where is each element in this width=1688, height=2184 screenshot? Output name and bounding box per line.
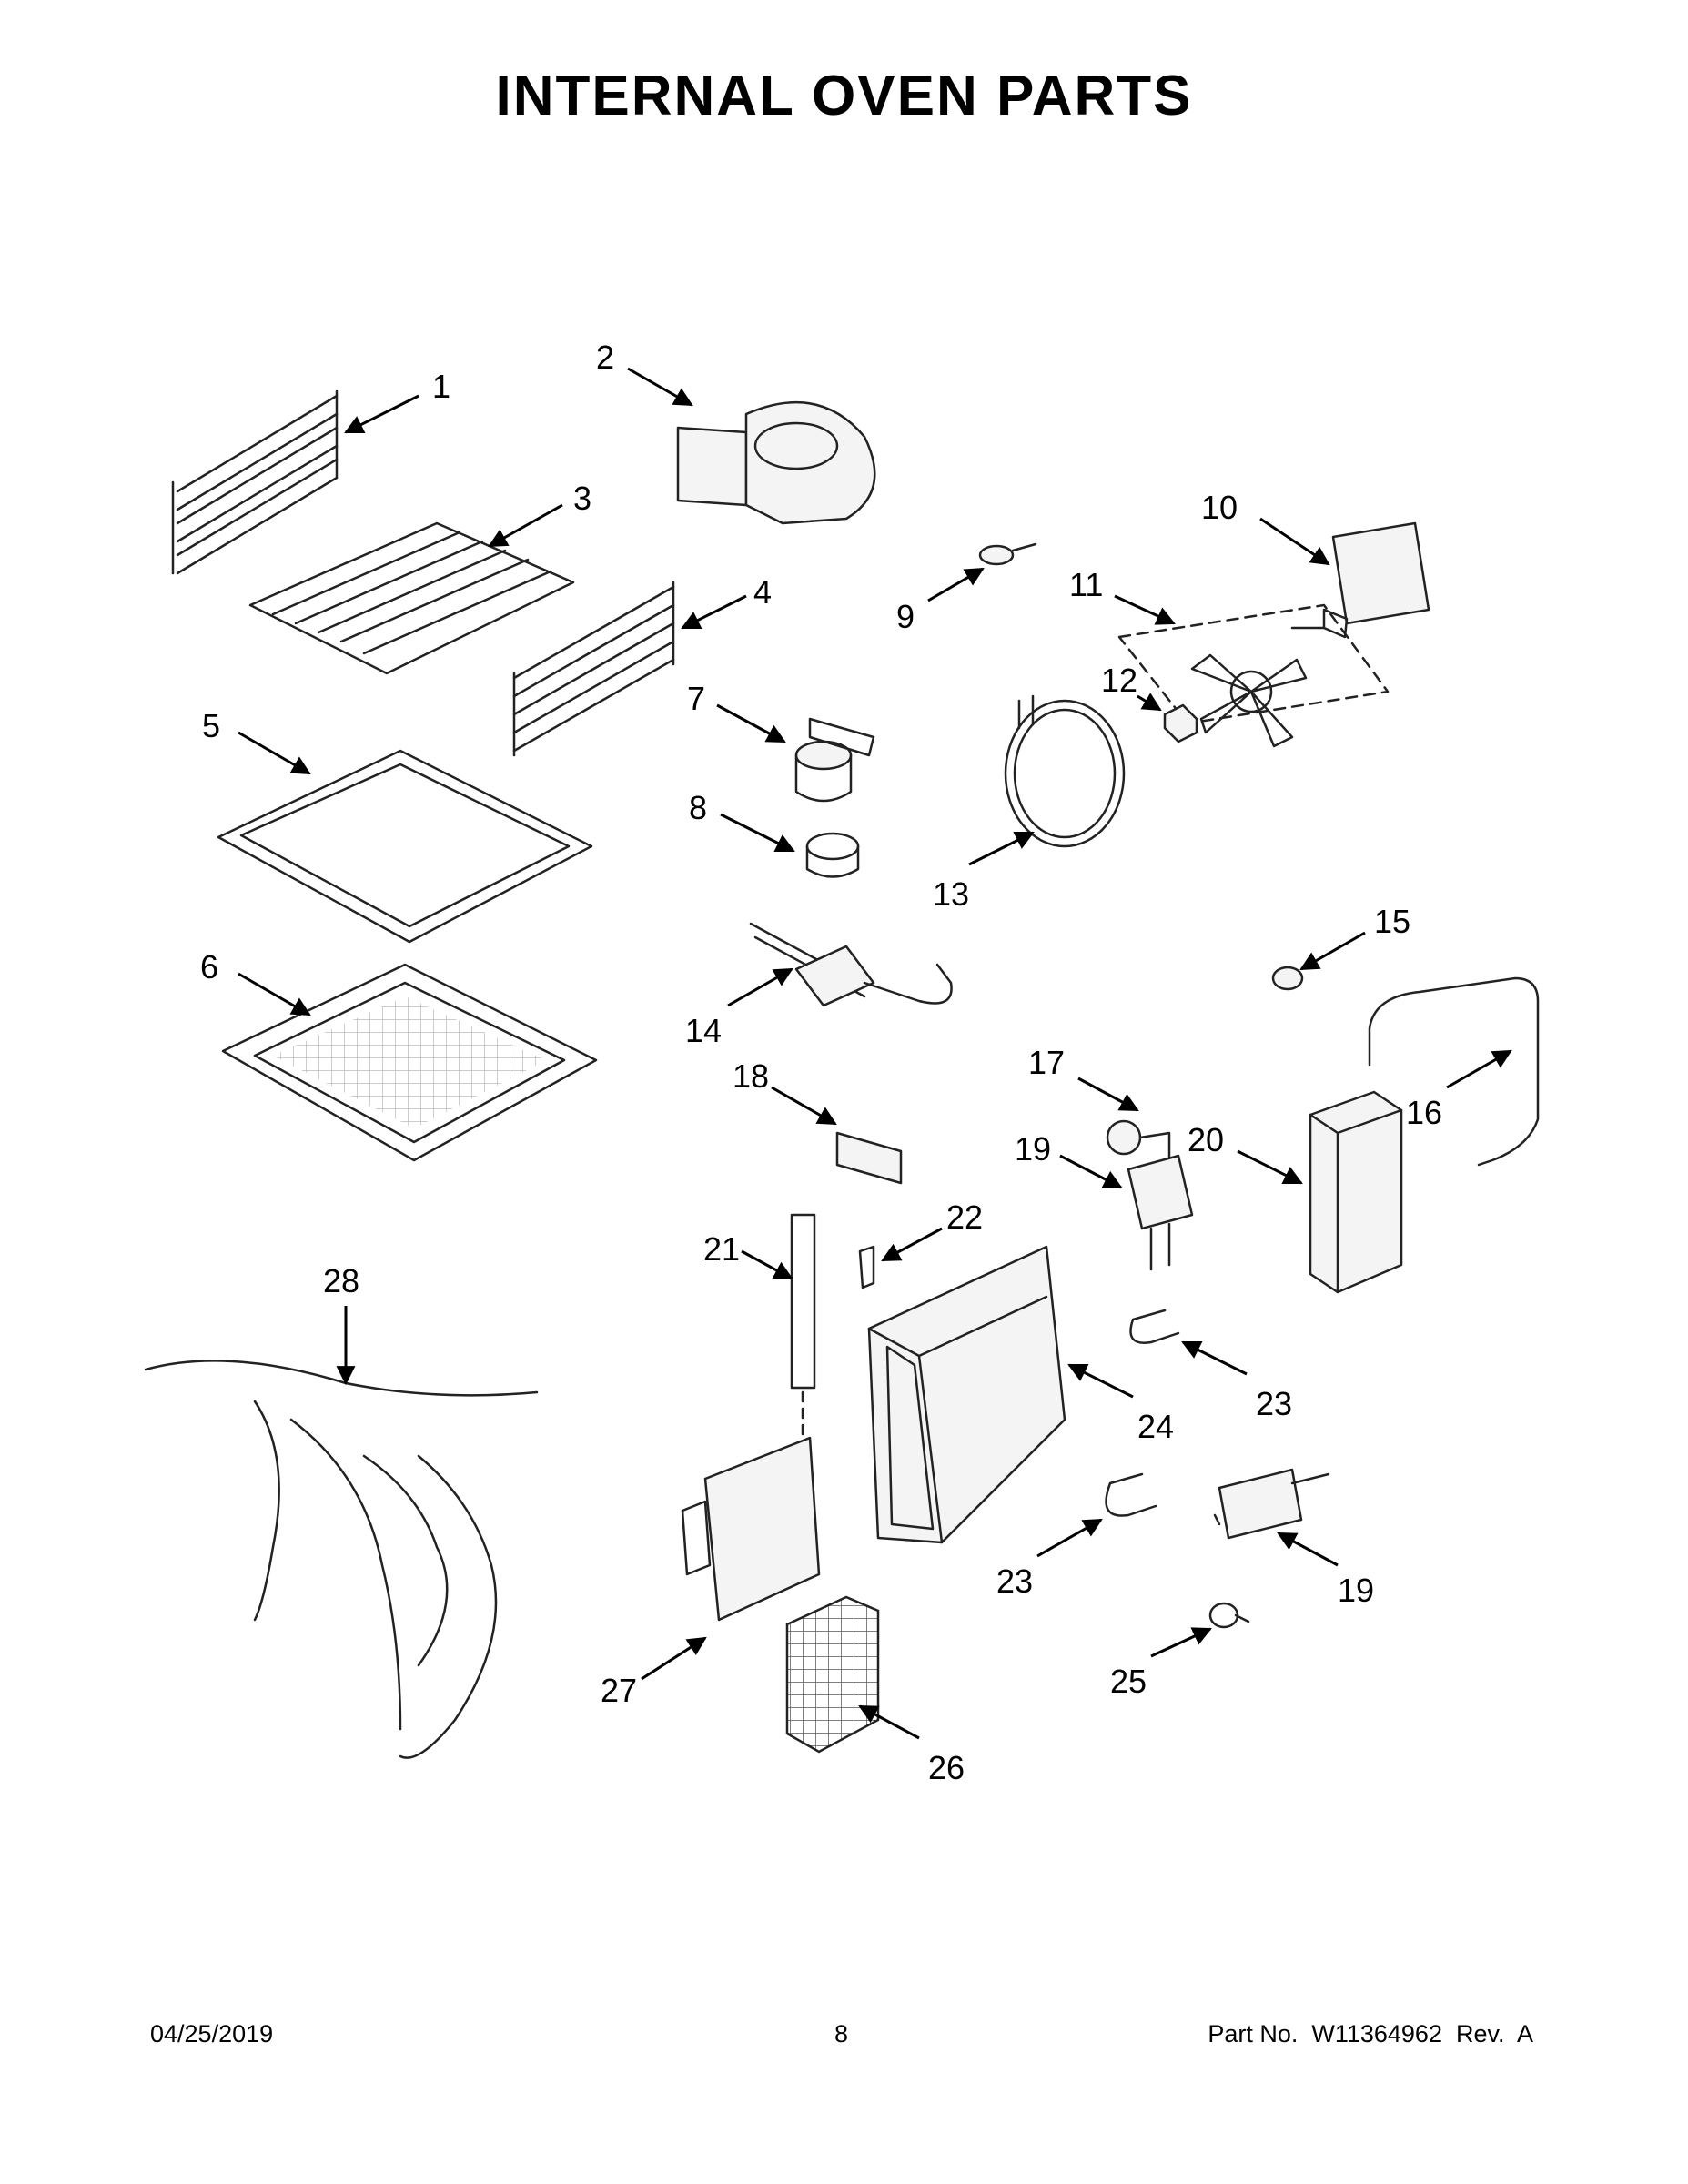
- callout-4: 4: [753, 573, 772, 611]
- callout-26: 26: [928, 1749, 965, 1786]
- callout-8: 8: [689, 789, 707, 826]
- callout-7: 7: [687, 680, 705, 717]
- callout-23: 23: [1256, 1385, 1292, 1422]
- part-drip-tray: [221, 963, 598, 1162]
- footer-page-number: 8: [834, 2020, 849, 2048]
- part-fill-tube: [790, 1213, 816, 1458]
- callout-17: 17: [1028, 1044, 1065, 1081]
- footer-part-number: Part No. W11364962 Rev. A: [1208, 2020, 1533, 2048]
- callout-3: 3: [573, 480, 591, 517]
- callout-20: 20: [1188, 1121, 1224, 1158]
- callout-19: 19: [1015, 1130, 1051, 1168]
- callout-16: 16: [1406, 1094, 1442, 1131]
- callout-numbers: 1 2 3 4 5 6 7 8 9 10 11 12 13 14 15 16 1…: [200, 339, 1442, 1786]
- part-fan-blade: [1117, 603, 1390, 748]
- callout-28: 28: [323, 1262, 359, 1299]
- part-side-rack-right: [512, 581, 675, 757]
- callout-2: 2: [596, 339, 614, 376]
- callout-21: 21: [703, 1230, 740, 1268]
- part-fan-nut: [1163, 703, 1198, 743]
- callout-12: 12: [1101, 662, 1137, 699]
- part-solenoid-valve-upper: [1127, 1154, 1194, 1271]
- callout-11: 11: [1069, 566, 1103, 603]
- callout-10: 10: [1201, 489, 1238, 526]
- part-hose-upper: [1129, 1309, 1180, 1344]
- part-broil-pan: [217, 749, 593, 944]
- part-convection-motor: [1290, 521, 1430, 639]
- part-reservoir-housing: [867, 1245, 1066, 1544]
- part-convection-element: [1004, 694, 1126, 848]
- callout-14: 14: [685, 1012, 722, 1049]
- part-blower: [676, 400, 876, 525]
- page-title: INTERNAL OVEN PARTS: [495, 65, 1193, 127]
- part-side-rack-left: [171, 389, 339, 575]
- callout-25: 25: [1110, 1663, 1147, 1700]
- part-bracket: [1309, 1090, 1403, 1294]
- part-clip: [858, 1245, 875, 1289]
- part-solenoid-valve-lower: [1213, 1468, 1330, 1540]
- callout-24: 24: [1137, 1408, 1174, 1445]
- part-hose-lower: [1105, 1472, 1157, 1517]
- part-valve-fitting: [1106, 1119, 1171, 1167]
- callout-19-lower: 19: [1338, 1572, 1374, 1609]
- leader-lines: [238, 367, 1512, 1740]
- part-tube: [1368, 976, 1540, 1167]
- part-water-reservoir: [681, 1436, 821, 1622]
- part-switch: [835, 1131, 903, 1185]
- callout-15: 15: [1374, 903, 1410, 940]
- callout-6: 6: [200, 948, 218, 986]
- part-thermostat: [794, 717, 875, 803]
- callout-23-lower: 23: [996, 1562, 1033, 1600]
- part-thermal-fuse: [978, 542, 1037, 566]
- callout-18: 18: [733, 1057, 769, 1095]
- callout-22: 22: [946, 1198, 983, 1236]
- callout-1: 1: [432, 368, 450, 405]
- part-oven-rack: [248, 521, 575, 675]
- part-grommet: [1271, 966, 1304, 991]
- part-igniter: [749, 922, 953, 1007]
- callout-13: 13: [933, 875, 969, 913]
- part-filter: [785, 1595, 880, 1754]
- callout-9: 9: [896, 598, 915, 635]
- footer-date: 04/25/2019: [150, 2020, 274, 2048]
- part-nut: [805, 832, 860, 878]
- callout-5: 5: [202, 707, 220, 744]
- part-clamp: [1208, 1602, 1250, 1629]
- callout-27: 27: [601, 1672, 637, 1709]
- part-wire-harness: [144, 1360, 539, 1759]
